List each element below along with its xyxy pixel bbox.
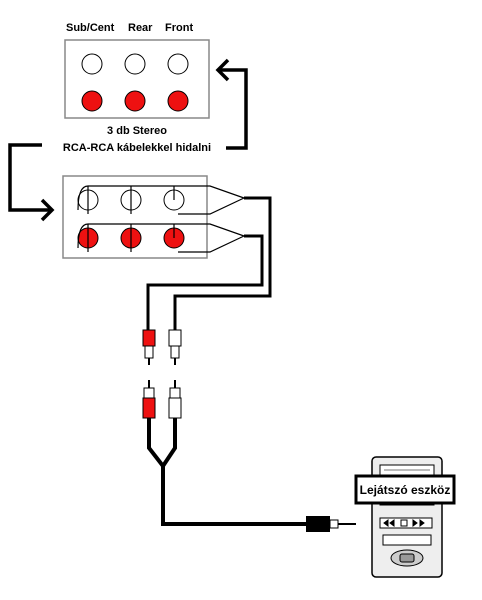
jack-red-sub-cent xyxy=(81,90,103,112)
cable-white-lead xyxy=(173,196,272,330)
jack-red-rear xyxy=(124,90,146,112)
bridge-wires-red xyxy=(77,223,246,253)
device-label-box: Lejátszó eszköz xyxy=(354,474,456,505)
label-sub-cent: Sub/Cent xyxy=(66,22,115,34)
jack-white-front xyxy=(167,53,189,75)
rca-plug-red-lower xyxy=(142,380,156,419)
bridge-wires-white xyxy=(77,185,246,215)
device-slot xyxy=(382,534,432,546)
instruction-line-1: 3 db Stereo xyxy=(107,125,167,137)
rca-plug-white-upper xyxy=(168,329,182,365)
cable-red-lead xyxy=(146,234,264,330)
label-front: Front xyxy=(165,22,193,34)
jack-red-front xyxy=(167,90,189,112)
mini-jack-plug xyxy=(306,516,356,532)
right-return-arrow xyxy=(215,58,248,150)
jack-white-rear xyxy=(124,53,146,75)
rca-plug-white-lower xyxy=(168,380,182,419)
left-bridge-arrow xyxy=(8,143,55,222)
rca-plug-red-upper xyxy=(142,329,156,365)
device-label: Lejátszó eszköz xyxy=(360,483,451,497)
device-control-buttons xyxy=(379,517,433,529)
bridged-panel xyxy=(62,175,246,259)
label-rear: Rear xyxy=(128,22,153,34)
jack-white-sub-cent xyxy=(81,53,103,75)
instruction-line-2: RCA-RCA kábelekkel hidalni xyxy=(63,142,211,154)
top-output-panel: Sub/Cent Rear Front 3 db Stereo RCA-RCA … xyxy=(63,22,211,154)
y-cable xyxy=(147,418,308,526)
